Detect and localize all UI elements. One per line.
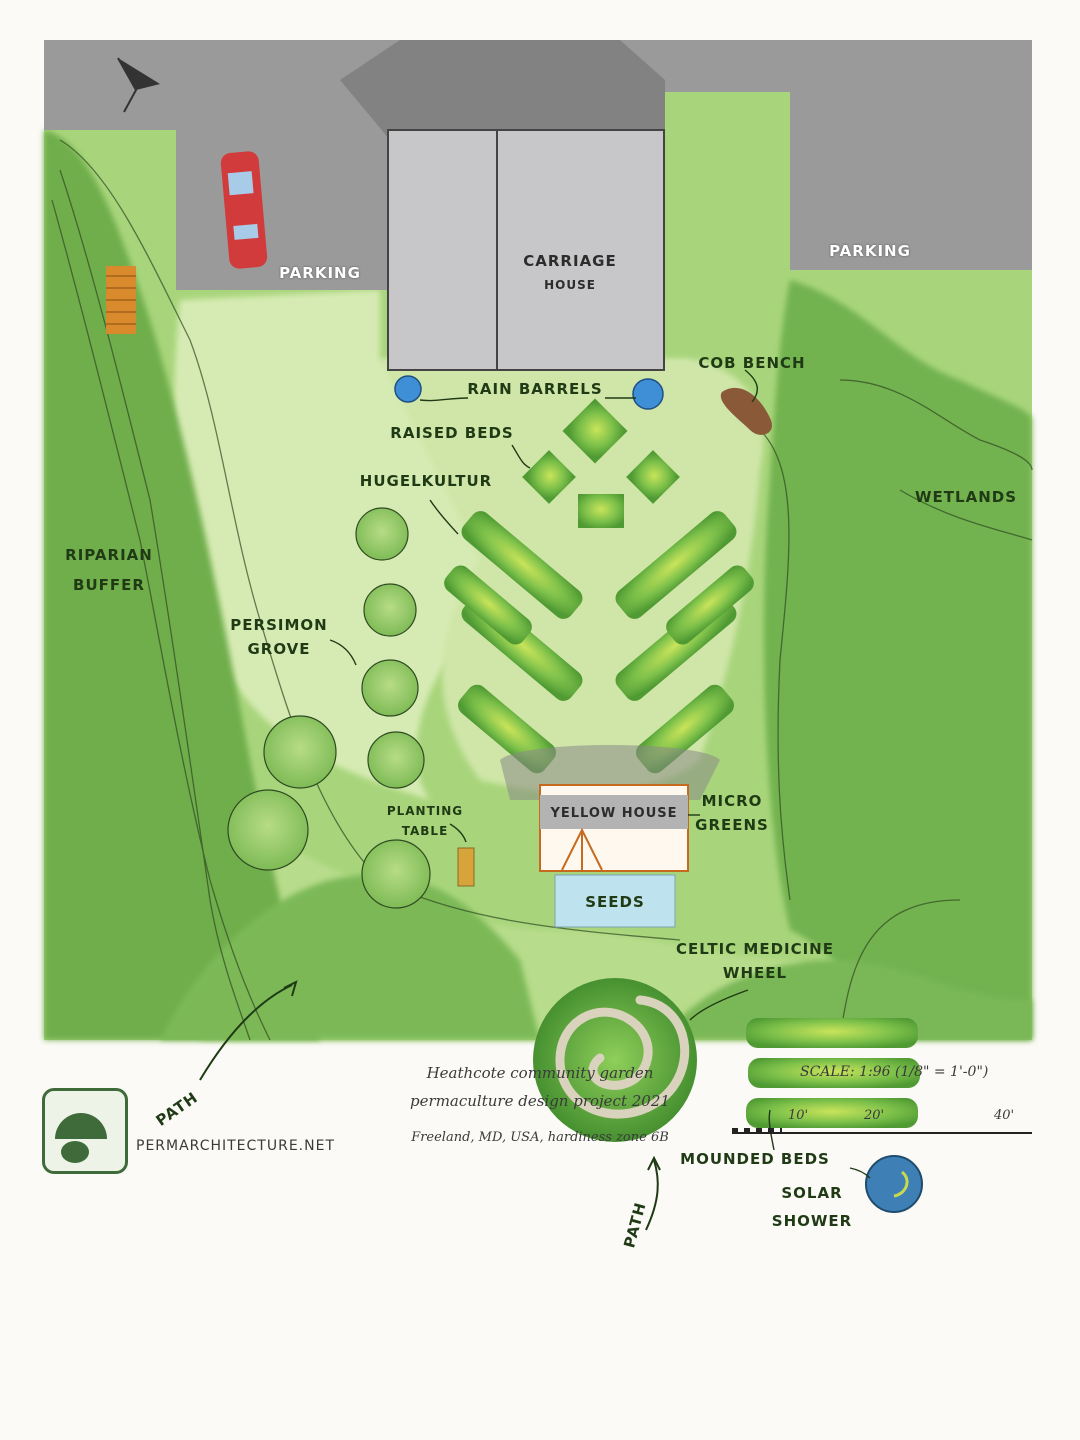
greens-label: GREENS — [695, 816, 769, 834]
mounded-beds-label: MOUNDED BEDS — [680, 1150, 830, 1168]
planting-label: PLANTING — [386, 804, 464, 818]
paving — [44, 40, 1032, 290]
roof-shadow — [340, 40, 665, 140]
footer: PERMARCHITECTURE.NET Heathcote community… — [0, 1040, 1080, 1440]
wetlands-forest — [764, 280, 1032, 1040]
parking-right-label: PARKING — [829, 242, 911, 260]
seeds-box — [554, 874, 676, 928]
footer-title-1: Heathcote community garden — [426, 1064, 654, 1082]
cob-bench-label: COB BENCH — [698, 354, 806, 372]
table-label: TABLE — [401, 824, 449, 838]
persimon-label: PERSIMON — [230, 616, 328, 634]
buffer-label: BUFFER — [73, 576, 145, 594]
planting-table-icon — [457, 847, 475, 887]
south-forest — [160, 874, 540, 1040]
yellow-house-label: YELLOW HOUSE — [550, 806, 678, 821]
cob-bench-icon — [720, 387, 772, 435]
north-arrow-icon — [117, 57, 160, 113]
hugelkultur-label: HUGELKULTUR — [359, 472, 493, 490]
parking-left-label: PARKING — [279, 264, 361, 282]
persimon-grove — [227, 507, 431, 909]
wetlands-label: WETLANDS — [915, 488, 1017, 506]
rain-barrels-label: RAIN BARRELS — [467, 380, 603, 398]
seeds-label: SEEDS — [585, 893, 645, 911]
solar-label: SOLAR — [781, 1184, 843, 1202]
scale-tick-20: 20' — [864, 1108, 885, 1123]
carriage-house — [387, 129, 665, 371]
raised-beds-label: RAISED BEDS — [390, 424, 514, 442]
scale-tick-40: 40' — [994, 1108, 1015, 1123]
micro-label: MICRO — [701, 792, 763, 810]
mounded-beds — [746, 1018, 920, 1128]
footer-location: Freeland, MD, USA, hardiness zone 6B — [411, 1130, 669, 1145]
riparian-label: RIPARIAN — [65, 546, 153, 564]
yellow-house-building — [539, 784, 689, 872]
wheel-label: WHEEL — [722, 964, 788, 982]
logo-icon — [42, 1088, 128, 1174]
rain-barrel-right-icon — [632, 378, 664, 410]
celtic-medicine-wheel — [533, 978, 697, 1142]
scale-tick-10: 10' — [788, 1108, 809, 1123]
solar-shower-icon — [865, 1155, 923, 1213]
scale-text: SCALE: 1:96 (1/8" = 1'-0") — [800, 1064, 989, 1080]
scale-bar: 10' 20' 40' — [732, 1108, 1032, 1138]
website-link[interactable]: PERMARCHITECTURE.NET — [136, 1138, 335, 1154]
hugelkultur-beds-right — [615, 511, 754, 774]
carriage-house-label: CARRIAGE — [523, 252, 617, 270]
footer-title-2: permaculture design project 2021 — [410, 1092, 670, 1110]
carriage-house-sublabel: HOUSE — [544, 278, 596, 292]
grove-label: GROVE — [247, 640, 311, 658]
celtic-label: CELTIC MEDICINE — [676, 940, 834, 958]
rain-barrel-left-icon — [394, 375, 422, 403]
shower-label: SHOWER — [771, 1212, 853, 1230]
